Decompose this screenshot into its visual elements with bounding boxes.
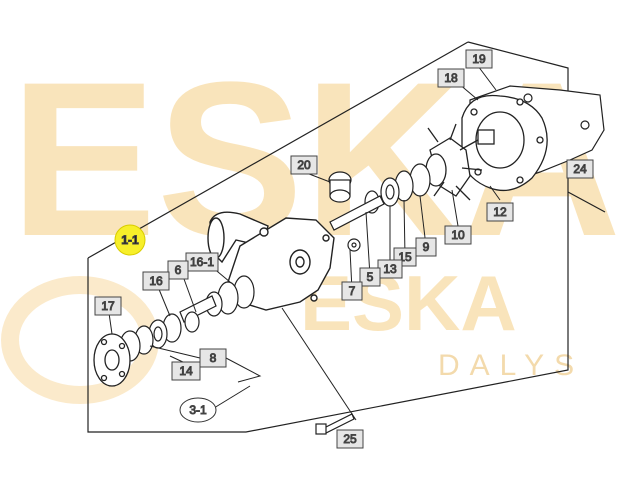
callout-label: 24 (573, 162, 587, 176)
pump-housing (207, 211, 335, 311)
callout-24[interactable]: 24 (566, 159, 594, 179)
callout-20[interactable]: 20 (290, 155, 318, 175)
watermark-secondary: ESKA (300, 259, 517, 347)
callout-16[interactable]: 16 (142, 271, 170, 291)
callout-label: 20 (297, 158, 311, 172)
callout-3-1[interactable]: 3-1 (179, 397, 217, 423)
back-plate (461, 94, 548, 192)
pump-shaft (329, 195, 385, 252)
callout-label: 10 (451, 228, 465, 242)
callout-16-1[interactable]: 16-1 (185, 252, 219, 272)
callout-label: 1-1 (121, 233, 139, 247)
callout-label: 16-1 (190, 255, 214, 269)
callout-13[interactable]: 13 (377, 259, 403, 279)
callout-10[interactable]: 10 (444, 225, 472, 245)
callout-label: 9 (423, 240, 430, 254)
callout-6[interactable]: 6 (167, 260, 189, 280)
callout-label: 8 (210, 351, 217, 365)
callout-12[interactable]: 12 (486, 202, 514, 222)
callout-14[interactable]: 14 (171, 361, 201, 381)
callout-label: 3-1 (189, 403, 207, 417)
callout-1-1[interactable]: 1-1 (114, 224, 146, 256)
impeller (425, 123, 483, 201)
watermark-sub: DALYS (438, 349, 584, 382)
callout-label: 13 (383, 262, 397, 276)
bolt (315, 413, 355, 435)
assembly-frame (87, 41, 606, 433)
callout-label: 17 (101, 299, 115, 313)
callout-label: 16 (149, 274, 163, 288)
drain-plug (328, 171, 352, 203)
callout-5[interactable]: 5 (359, 267, 381, 287)
callout-9[interactable]: 9 (415, 237, 437, 257)
callout-label: 6 (175, 263, 182, 277)
callout-18[interactable]: 18 (437, 68, 465, 88)
callout-label: 12 (493, 205, 507, 219)
bearing-assembly (179, 275, 255, 333)
callout-8[interactable]: 8 (199, 348, 227, 368)
callouts: 1-1 19 18 20 24 12 10 9 (94, 49, 594, 449)
callout-label: 14 (179, 364, 193, 378)
callout-7[interactable]: 7 (341, 281, 363, 301)
callout-25[interactable]: 25 (336, 429, 364, 449)
callout-label: 19 (472, 52, 486, 66)
callout-label: 25 (343, 432, 357, 446)
callout-17[interactable]: 17 (94, 296, 122, 316)
callout-19[interactable]: 19 (465, 49, 493, 69)
callout-label: 7 (349, 284, 356, 298)
pulley-flange (93, 333, 131, 387)
callout-label: 5 (367, 270, 374, 284)
callout-label: 18 (444, 71, 458, 85)
